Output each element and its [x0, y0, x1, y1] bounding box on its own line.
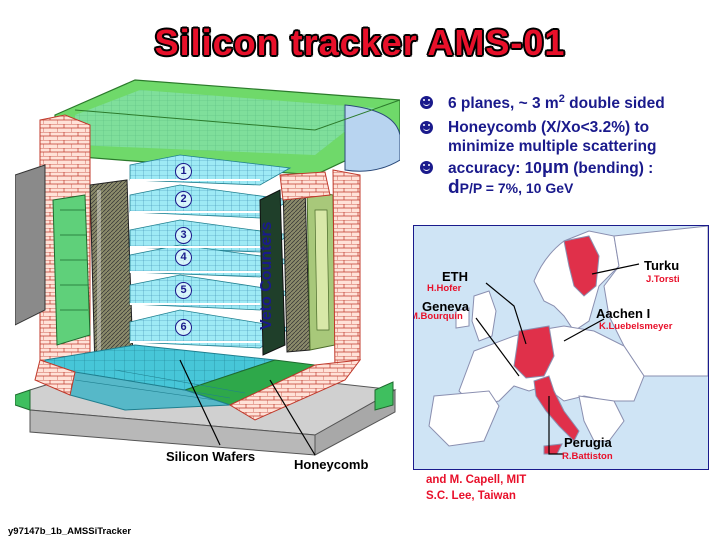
institute-person-aachen: K.Luebelsmeyer [599, 321, 673, 332]
institute-person-eth: H.Hofer [427, 283, 462, 294]
bullet-honeycomb-line2: minimize multiple scattering [448, 138, 657, 155]
plane-number-2: 2 [175, 191, 192, 208]
bullet-planes-text: 6 planes, ~ 3 m [448, 95, 559, 113]
veto-counters-label: Veto Counters [258, 221, 275, 330]
smiley-bullet-icon [420, 161, 433, 174]
bullet-planes-tail: double sided [564, 95, 665, 113]
bullet-accuracy-post: (bending) : [568, 160, 654, 177]
plane-number-3: 3 [175, 227, 192, 244]
slide-footer-id: y97147b_1b_AMSSiTracker [8, 526, 132, 537]
plane-number-6: 6 [175, 319, 192, 336]
bullet-accuracy-line2: P/P = 7%, 10 GeV [459, 180, 574, 196]
institute-person-turku: J.Torsti [646, 274, 680, 285]
bullet-accuracy-d: d [448, 177, 460, 198]
slide-title: Silicon tracker AMS-01 [154, 22, 566, 63]
credit-line-2: S.C. Lee, Taiwan [426, 490, 516, 502]
bullet-accuracy-pre: accuracy: 10 [448, 160, 542, 177]
institute-city-turku: Turku [644, 258, 680, 273]
europe-map-drawing [428, 226, 708, 455]
institute-city-perugia: Perugia [564, 435, 612, 450]
institute-city-geneva: Geneva [422, 299, 469, 314]
plane-number-4: 4 [175, 249, 192, 266]
plane-number-1: 1 [175, 163, 192, 180]
institute-city-eth: ETH [442, 269, 468, 284]
bullet-honeycomb-line1: Honeycomb (X/Xo<3.2%) to [448, 119, 650, 136]
honeycomb-label: Honeycomb [294, 457, 369, 472]
smiley-bullet-icon [420, 96, 433, 109]
plane-number-5: 5 [175, 282, 192, 299]
bullet-honeycomb: Honeycomb (X/Xo<3.2%) to minimize multip… [448, 118, 656, 156]
detector-illustration [15, 79, 400, 456]
institute-city-aachen: Aachen I [596, 306, 651, 321]
institute-person-perugia: R.Battiston [562, 451, 613, 462]
bullet-accuracy: accuracy: 10μm (bending) : dP/P = 7%, 10… [448, 158, 653, 198]
silicon-wafers-label: Silicon Wafers [166, 449, 256, 464]
bullet-planes-sup: 2 [558, 93, 565, 105]
bullet-planes: 6 planes, ~ 3 m2 double sided [448, 90, 665, 113]
smiley-bullet-icon [420, 121, 433, 134]
institute-person-geneva: M.Bourquin [413, 311, 463, 322]
bullet-accuracy-unit: μm [541, 157, 569, 177]
credit-line-1: and M. Capell, MIT [426, 474, 527, 486]
europe-map: ETH H.Hofer Geneva M.Bourquin Turku J.To… [413, 225, 709, 470]
